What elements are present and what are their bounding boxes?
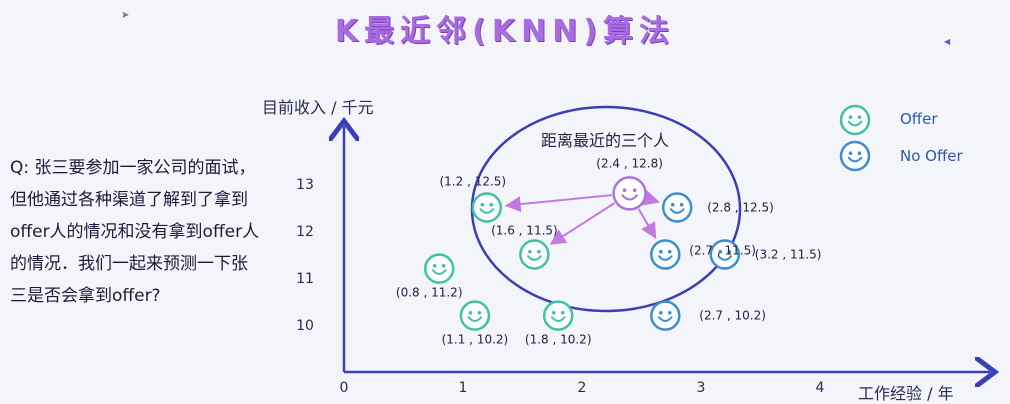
x-tick-label: 2 [578,380,587,396]
point-nooffer [650,300,681,331]
point-nooffer [661,192,693,223]
x-tick-label: 3 [697,380,706,396]
x-tick-label: 4 [816,380,825,396]
y-tick-label: 10 [296,318,314,334]
point-label: (2.8 , 12.5) [707,201,774,215]
y-tick-label: 11 [296,271,314,287]
point-label: (1.1 , 10.2) [442,333,509,347]
mouse-cursor-icon: ➤ [121,10,130,21]
point-label: (0.8 , 11.2) [396,286,463,300]
legend-label-no-offer: No Offer [900,147,963,165]
neighbor-arrow [637,208,657,239]
target-point [612,176,647,211]
point-offer [542,300,574,331]
x-tick-label: 1 [459,380,468,396]
y-tick-label: 12 [296,224,314,240]
triangle-marker-icon: ◀ [944,37,951,46]
point-label: (2.7 , 10.2) [699,309,766,323]
neighbor-arrow [504,194,612,213]
legend-icon-no-offer [839,140,871,172]
point-nooffer [709,239,741,270]
point-label: (1.2 , 12.5) [439,175,506,189]
point-offer [519,239,550,270]
question-text: Q: 张三要参加一家公司的面试，但他通过各种渠道了解到了拿到offer人的情况和… [10,158,260,306]
point-label: (2.7 , 11.5) [689,244,756,258]
y-tick-label: 13 [296,177,314,193]
neighborhood-annotation: 距离最近的三个人 [541,131,669,150]
point-label: (2.4 , 12.8) [596,156,663,170]
page-title: K最近邻(KNN)算法 [334,14,676,49]
point-label: (1.8 , 10.2) [525,333,592,347]
point-offer [423,253,455,284]
x-tick-label: 0 [340,380,349,396]
legend-label-offer: Offer [900,110,938,128]
legend-icon-offer [839,104,871,136]
point-nooffer [650,239,681,270]
point-offer [471,192,503,223]
neighbor-arrow [642,190,660,206]
point-offer [459,300,491,331]
neighbor-arrow [549,202,615,245]
x-axis-label: 工作经验 / 年 [858,384,954,403]
point-label: (3.2 , 11.5) [755,248,822,262]
y-axis-label: 目前收入 / 千元 [262,98,374,117]
point-label: (1.6 , 11.5) [491,224,558,238]
